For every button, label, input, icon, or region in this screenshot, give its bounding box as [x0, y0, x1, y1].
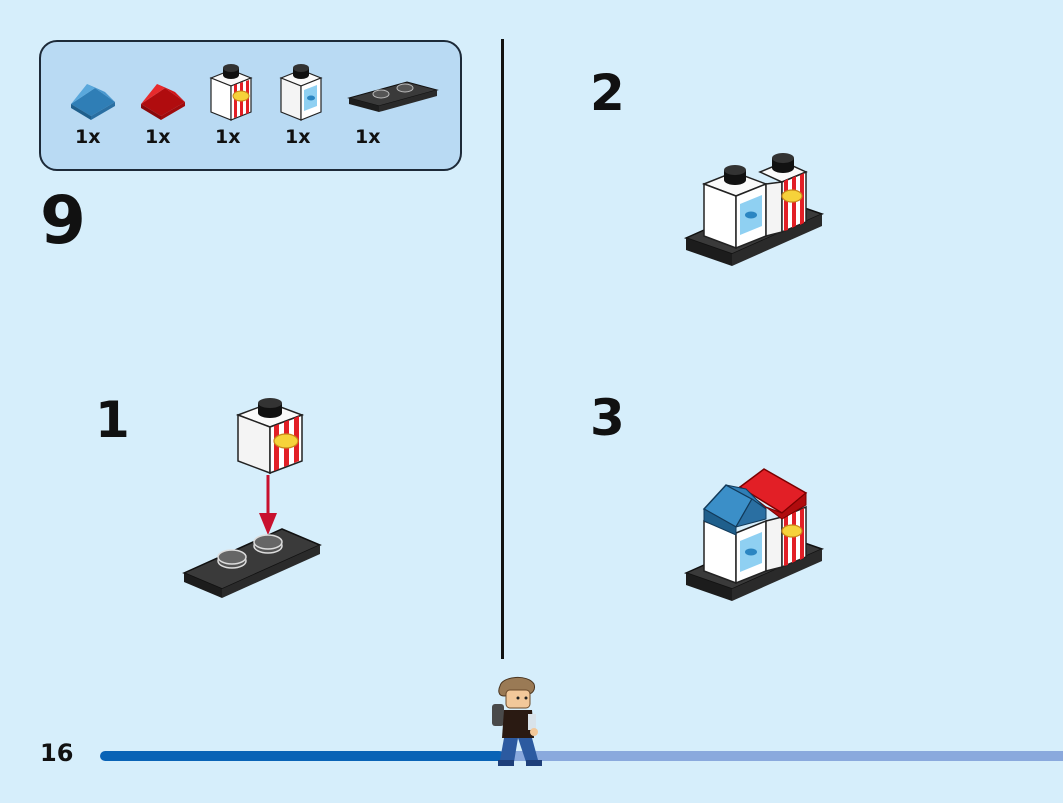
fish-print-brick-icon — [279, 64, 323, 121]
sub-step-2-illustration — [683, 153, 825, 266]
step-number: 9 — [40, 182, 86, 259]
sub-step-3-illustration — [683, 468, 825, 601]
sub-step-1-illustration — [182, 398, 322, 598]
part-quantity: 1x — [75, 126, 101, 148]
part-popcorn-brick: 1x — [205, 62, 275, 152]
blue-slope-brick-icon — [71, 84, 115, 120]
parts-list-callout: 1x 1x 1x — [39, 40, 462, 171]
popcorn-print-brick-icon — [209, 64, 253, 121]
part-red-slope: 1x — [135, 62, 205, 152]
part-black-plate: 1x — [345, 62, 445, 152]
sub-step-number-3: 3 — [590, 389, 625, 447]
part-quantity: 1x — [355, 126, 381, 148]
minifigure-progress-marker-icon — [492, 677, 542, 766]
part-fish-brick: 1x — [275, 62, 345, 152]
black-plate-icon — [347, 81, 439, 112]
part-quantity: 1x — [215, 126, 241, 148]
red-slope-brick-icon — [141, 84, 185, 120]
part-blue-slope: 1x — [65, 62, 135, 152]
build-progress-fill — [100, 751, 505, 761]
column-divider — [501, 39, 504, 659]
sub-step-number-1: 1 — [95, 391, 130, 449]
part-quantity: 1x — [145, 126, 171, 148]
sub-step-number-2: 2 — [590, 64, 625, 122]
part-quantity: 1x — [285, 126, 311, 148]
build-progress-bar — [100, 751, 1063, 761]
page-number: 16 — [40, 739, 74, 767]
